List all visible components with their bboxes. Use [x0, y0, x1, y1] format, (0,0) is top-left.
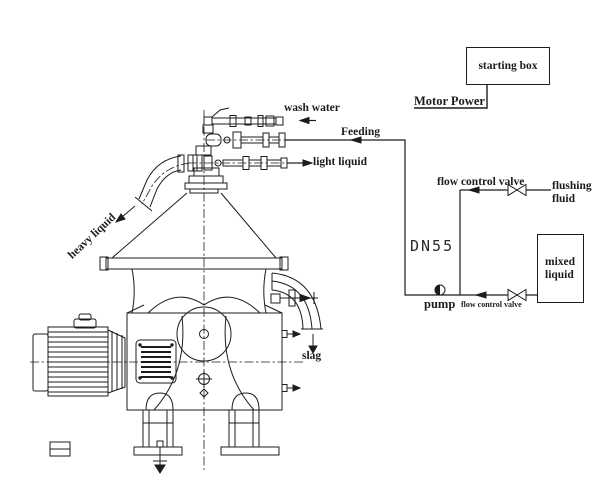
separator-bowl — [131, 268, 267, 314]
louver-vent — [135, 339, 177, 384]
motor-power-label: Motor Power — [414, 94, 485, 108]
valve-handle-icon — [211, 107, 230, 118]
flushing-fluid-label-line2: fluid — [552, 192, 576, 205]
flow-arrow-light-liquid-icon — [302, 159, 314, 167]
slag-arrow-icon — [308, 334, 318, 355]
flow-arrow-wash-water-icon — [298, 116, 310, 125]
separator-neck — [184, 145, 228, 194]
flushing-fluid-label: flushing fluid — [552, 180, 592, 205]
housing-fitting-arrows — [281, 330, 302, 392]
anchor-bolt-arrow-icon — [154, 464, 166, 474]
starting-box: starting box — [466, 47, 550, 85]
flow-control-valve-top-label: flow control valve — [437, 176, 525, 188]
flow-arrow-flushing-icon — [467, 186, 480, 194]
mixed-liquid-label-line2: liquid — [545, 268, 574, 281]
valve-icon-mixed — [507, 288, 527, 302]
separator-housing — [126, 304, 283, 411]
separator-cone — [99, 192, 289, 271]
flow-arrow-mixed-icon — [474, 291, 487, 299]
pipe-size-label: DN55 — [410, 237, 455, 255]
flow-arrow-feeding-icon — [349, 136, 362, 144]
valve-icon-flushing — [507, 183, 527, 197]
slag-outlet-elbow — [270, 272, 323, 330]
starting-box-label: starting box — [478, 60, 538, 72]
heavy-liquid-elbow — [134, 154, 185, 212]
pump-label: pump — [424, 297, 456, 311]
schematic-pipes — [285, 119, 551, 296]
motor — [32, 313, 126, 457]
slag-label: slag — [302, 350, 322, 362]
motor-power-wire — [414, 85, 488, 109]
wash-water-pipe — [202, 107, 284, 134]
pump-symbol-icon — [434, 284, 446, 296]
feeding-pipe — [205, 131, 286, 149]
mixed-liquid-tank: mixed liquid — [537, 234, 584, 303]
flow-control-valve-bottom-label: flow control valve — [461, 300, 522, 309]
light-liquid-label: light liquid — [313, 156, 368, 168]
feeding-label: Feeding — [341, 126, 380, 138]
flushing-fluid-label-line1: flushing — [552, 180, 592, 192]
mixed-liquid-label-line1: mixed — [545, 255, 576, 268]
wash-water-label: wash water — [284, 102, 340, 114]
heavy-liquid-arrow-icon — [114, 205, 136, 223]
legs-base — [133, 392, 280, 474]
